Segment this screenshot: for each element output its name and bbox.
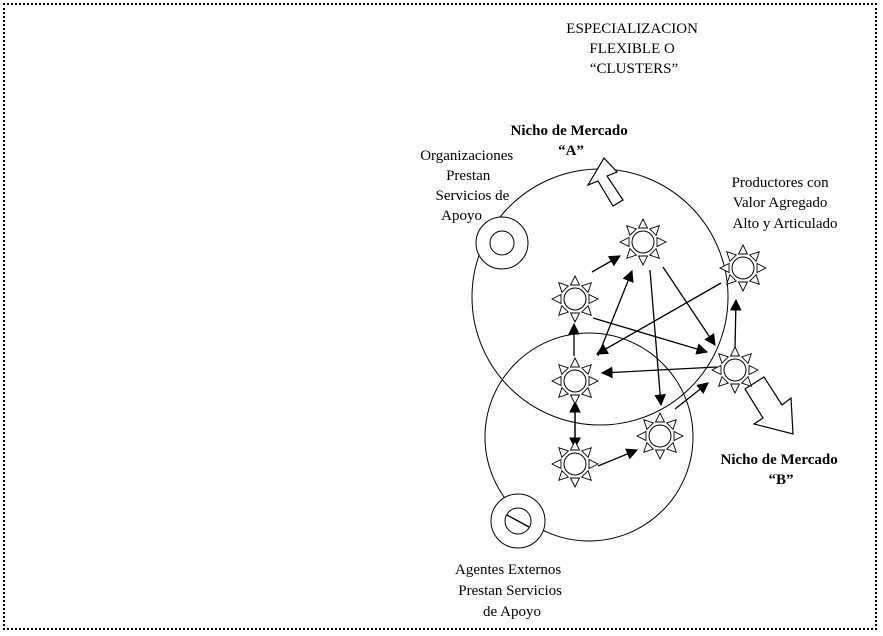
node-4: [550, 356, 600, 406]
external-agent-ring-icon: [490, 493, 546, 549]
external-agents-label: Agentes Externos Prestan Servicios de Ap…: [455, 562, 566, 620]
cluster-circle-lower: [484, 332, 694, 542]
niche-a-label: Nicho de Mercado “A”: [511, 123, 632, 159]
node-1: [618, 217, 668, 267]
support-orgs-label: Organizaciones Prestan Servicios de Apoy…: [420, 148, 517, 224]
node-2: [550, 274, 600, 324]
flow-arrows: [568, 255, 742, 467]
node-7: [550, 439, 600, 489]
support-org-ring-icon: [475, 216, 529, 270]
node-3: [718, 243, 768, 293]
producers-label: Productores con Valor Agregado Alto y Ar…: [732, 175, 838, 232]
niche-a-arrow-icon: [586, 157, 624, 207]
cluster-circle-upper: [471, 168, 729, 426]
diagram-title: ESPECIALIZACION FLEXIBLE O “CLUSTERS”: [566, 21, 701, 77]
node-5: [710, 345, 760, 395]
node-6: [635, 411, 685, 461]
niche-b-arrow-icon: [744, 376, 794, 435]
niche-b-label: Nicho de Mercado “B”: [721, 452, 842, 488]
diagram-frame: [3, 3, 877, 630]
